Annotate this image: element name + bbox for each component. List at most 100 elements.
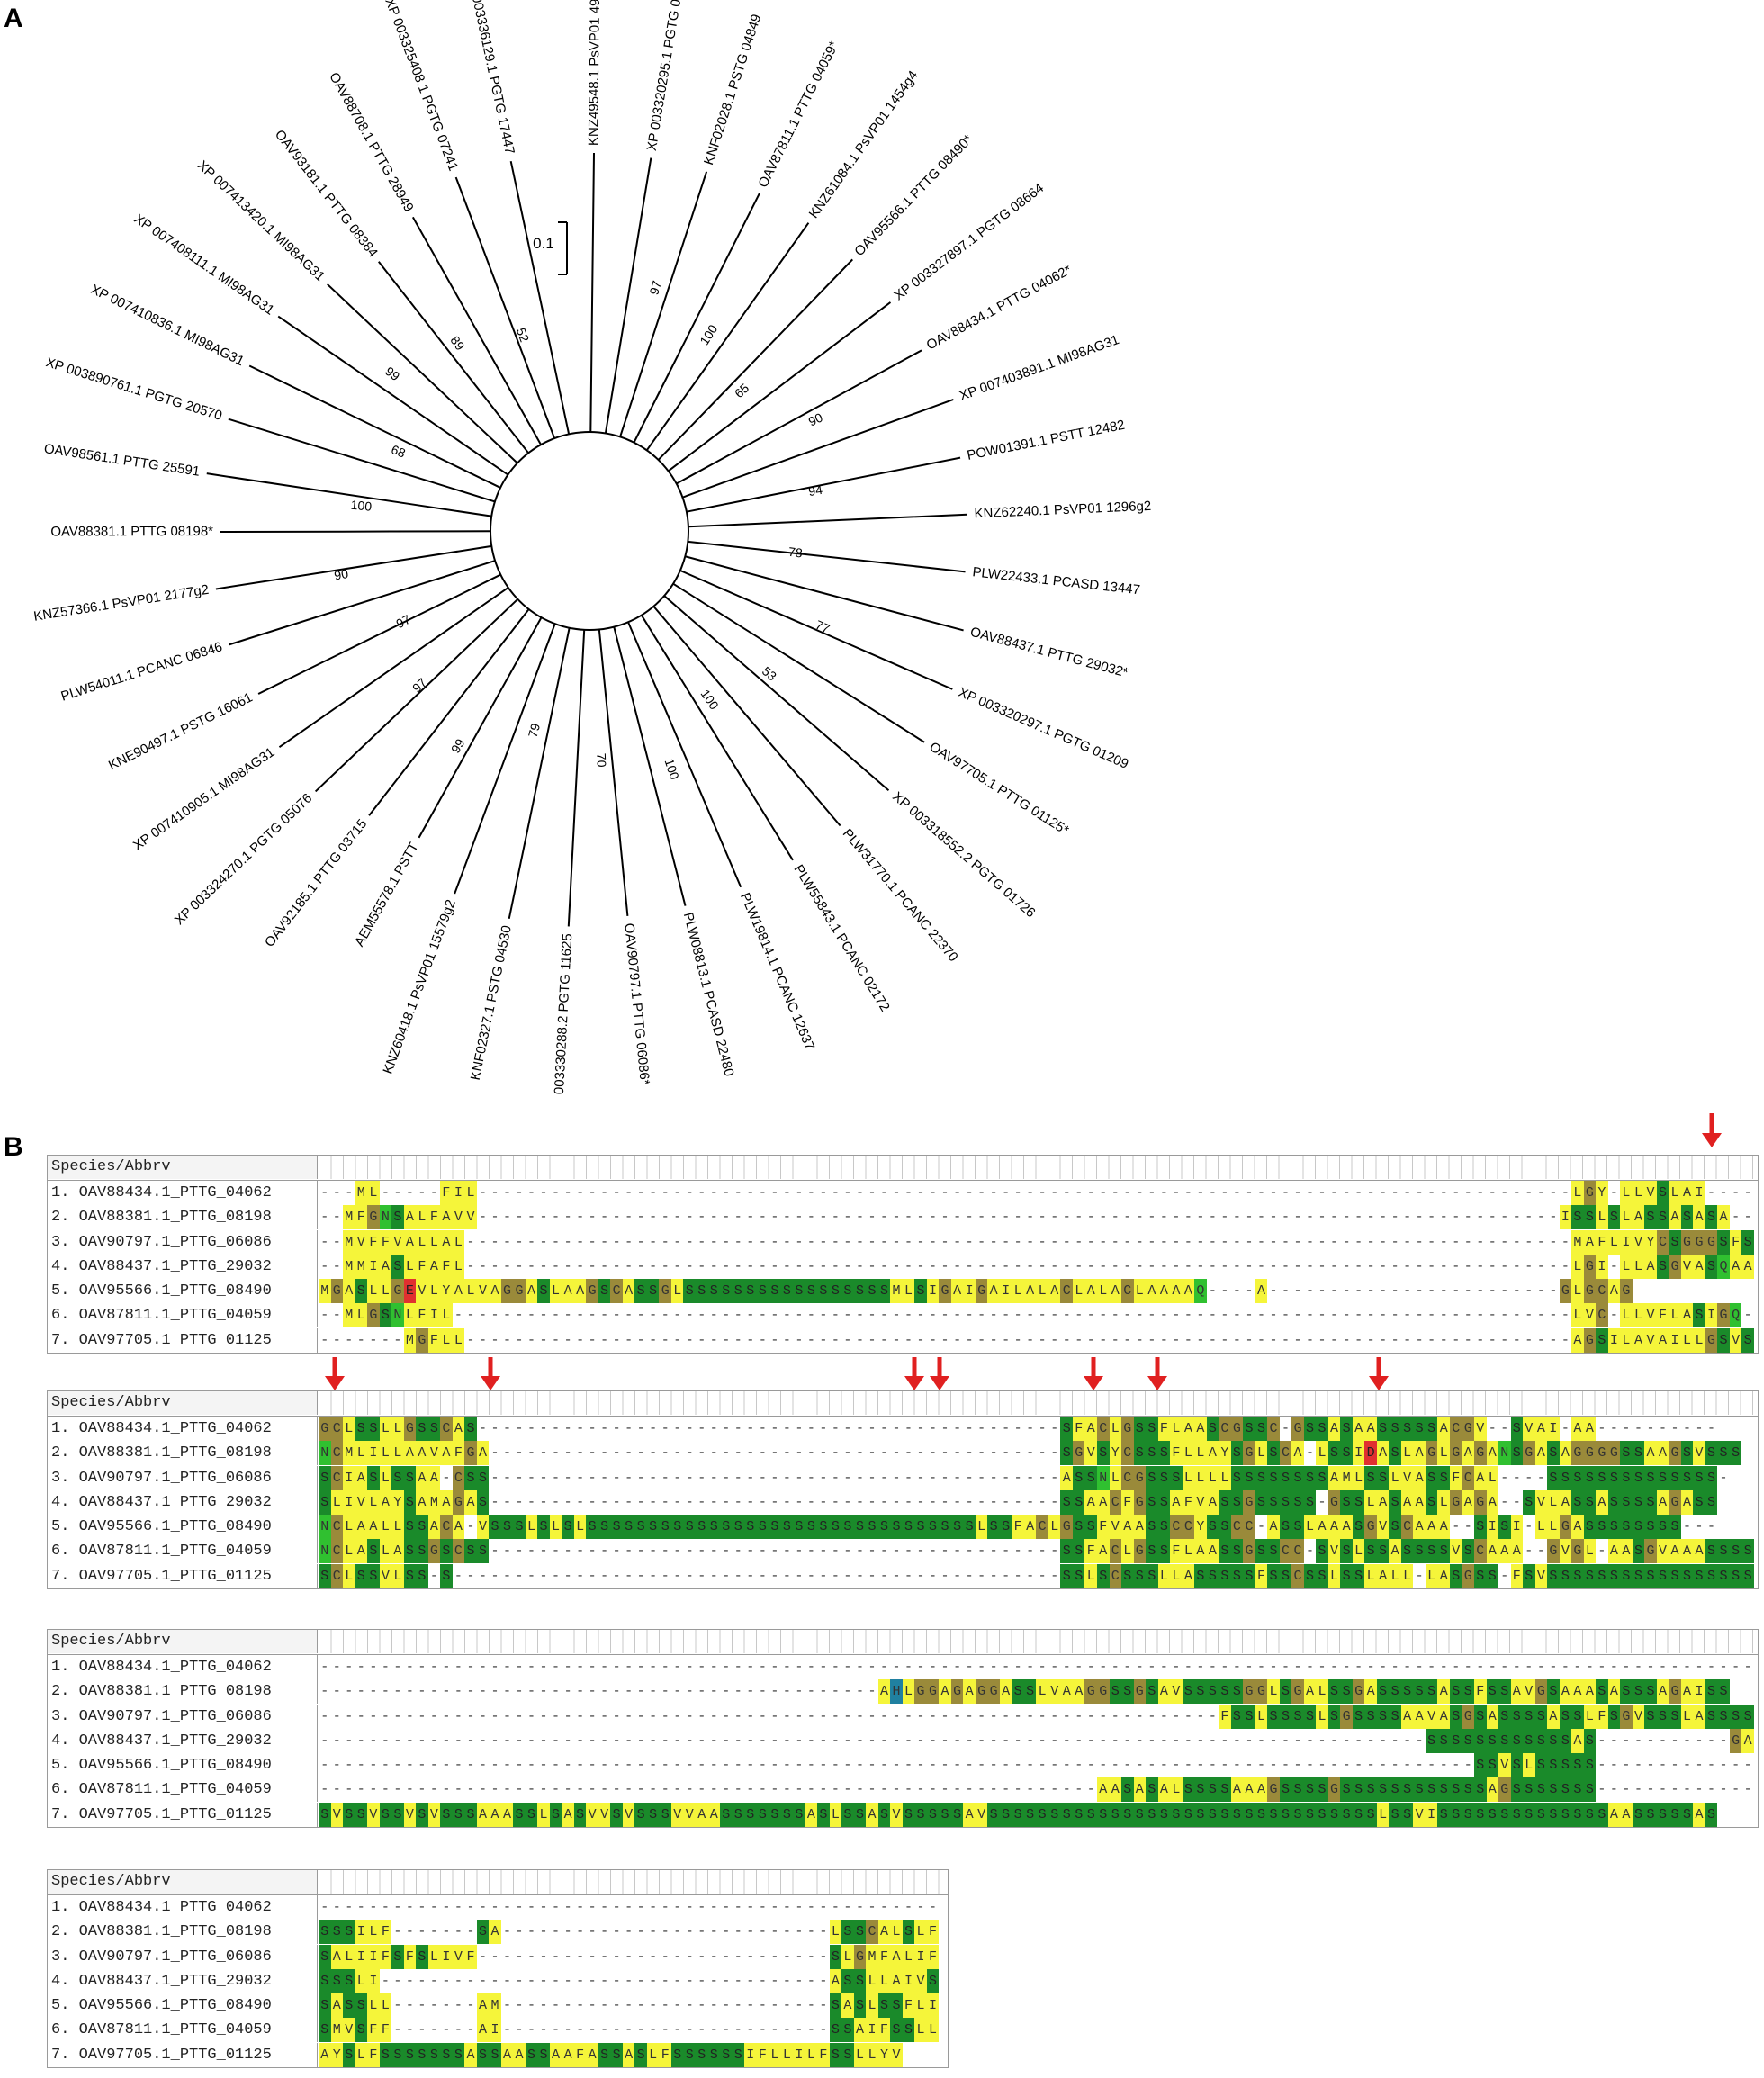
- taxon-label: PLW54011.1 PCANC 06846: [59, 639, 225, 705]
- bootstrap-value: 90: [806, 409, 825, 428]
- sequence-residues: ----------------------------------------…: [319, 1704, 1754, 1729]
- bootstrap-value: 97: [410, 675, 429, 695]
- taxon-label: AEM55578.1 PSTT: [352, 840, 422, 949]
- taxon-label: OAV88381.1 PTTG 08198*: [50, 524, 213, 539]
- tree-branch: [228, 418, 496, 503]
- scale-bar-label: 0.1: [533, 235, 554, 252]
- panel-b-letter: B: [4, 1132, 23, 1162]
- bootstrap-value: 77: [814, 617, 832, 636]
- bootstrap-value: 99: [382, 364, 402, 383]
- sequence-label: 1. OAV88434.1_PTTG_04062: [48, 1181, 318, 1205]
- taxon-label: XP 003330288.2 PGTG 11625: [551, 933, 576, 1098]
- red-arrow: [930, 1357, 950, 1390]
- tree-branch: [613, 626, 687, 906]
- sequence-residues: ----------------------------------------…: [320, 1900, 938, 1915]
- tree-branch: [257, 573, 501, 695]
- taxon-label: OAV98561.1 PTTG 25591: [43, 441, 201, 480]
- taxon-label: XP 003325408.1 PGTG 07241: [382, 0, 461, 173]
- red-arrow: [1369, 1357, 1389, 1390]
- column-ruler: [319, 1870, 948, 1894]
- tree-branch: [672, 582, 925, 743]
- sequence-label: 7. OAV97705.1_PTTG_01125: [48, 2042, 318, 2067]
- taxon-label: KNF02028.1 PSTG 04849: [701, 13, 764, 167]
- taxon-label: XP 003320295.1 PGTG 01207: [644, 0, 689, 152]
- bootstrap-value: 52: [514, 326, 532, 344]
- tree-branch: [567, 629, 586, 927]
- alignment-row: 4. OAV88437.1_PTTG_29032----------------…: [48, 1728, 1758, 1753]
- tree-branch: [277, 315, 509, 476]
- bootstrap-value: 99: [448, 736, 468, 756]
- tree-branch: [604, 157, 652, 434]
- bootstrap-value: 65: [732, 381, 752, 400]
- tree-branch: [327, 283, 518, 464]
- tree-branch: [278, 587, 509, 748]
- bootstrap-value: 79: [526, 722, 543, 739]
- taxon-label: KNZ60418.1 PsVP01 15579g2: [380, 897, 458, 1075]
- sequence-label: 3. OAV90797.1_PTTG_06086: [48, 1229, 318, 1255]
- tree-branch: [688, 540, 966, 573]
- sequence-label: 7. OAV97705.1_PTTG_01125: [48, 1563, 318, 1588]
- taxon-label: XP 003320297.1 PGTG 01209: [956, 685, 1130, 772]
- red-arrow: [481, 1357, 500, 1390]
- bootstrap-value: 70: [594, 753, 609, 768]
- tree-branch: [418, 616, 543, 839]
- tree-branch: [627, 621, 742, 888]
- taxon-label: OAV90797.1 PTTG 06086*: [621, 922, 652, 1086]
- sequence-label: 6. OAV87811.1_PTTG_04059: [48, 1539, 318, 1564]
- sequence-residues: ----------------------------------------…: [319, 1777, 1754, 1803]
- tree-branch: [378, 261, 529, 454]
- column-ruler: [319, 1391, 1758, 1415]
- sequence-label: 5. OAV95566.1_PTTG_08490: [48, 1993, 318, 2019]
- taxon-label: KNZ57366.1 PsVP01 2177g2: [32, 582, 210, 625]
- taxon-label: KNZ49548.1 PsVP01 4945g2: [586, 0, 603, 146]
- taxon-label: XP 007408111.1 MI98AG31: [131, 211, 277, 319]
- sequence-label: 5. OAV95566.1_PTTG_08490: [48, 1279, 318, 1304]
- taxon-label: XP 007403891.1 MI98AG31: [958, 332, 1121, 404]
- tree-branch: [640, 615, 794, 861]
- red-arrow: [325, 1357, 345, 1390]
- sequence-label: 5. OAV95566.1_PTTG_08490: [48, 1515, 318, 1540]
- taxon-label: PLW55843.1 PCANC 02172: [790, 862, 892, 1014]
- alignment-row: 1. OAV88434.1_PTTG_04062----------------…: [48, 1895, 948, 1920]
- taxon-label: OAV97705.1 PTTG 01125*: [927, 739, 1072, 838]
- sequence-label: 4. OAV88437.1_PTTG_29032: [48, 1489, 318, 1515]
- sequence-label: 2. OAV88381.1_PTTG_08198: [48, 1920, 318, 1945]
- tree-branch: [598, 629, 629, 917]
- sequence-label: 3. OAV90797.1_PTTG_06086: [48, 1704, 318, 1729]
- tree-branch: [680, 570, 953, 690]
- tree-branch: [368, 608, 530, 816]
- sequence-residues: ----------------------------------------…: [319, 1679, 1730, 1705]
- taxon-label: PLW22433.1 PCASD 13447: [972, 564, 1141, 598]
- taxon-label: XP 003336129.1 PGTG 17447: [464, 0, 518, 156]
- tree-root-arc: [490, 431, 689, 631]
- tree-branch: [619, 171, 708, 437]
- tree-branch: [508, 627, 571, 920]
- red-arrow: [1702, 1113, 1722, 1147]
- sequence-label: 1. OAV88434.1_PTTG_04062: [48, 1655, 318, 1679]
- taxon-label: KNZ62240.1 PsVP01 1296g2: [974, 499, 1151, 522]
- alignment-row: 2. OAV88381.1_PTTG_08198----------------…: [48, 1679, 1758, 1705]
- sequence-label: 2. OAV88381.1_PTTG_08198: [48, 1205, 318, 1230]
- tree-branch: [688, 513, 968, 528]
